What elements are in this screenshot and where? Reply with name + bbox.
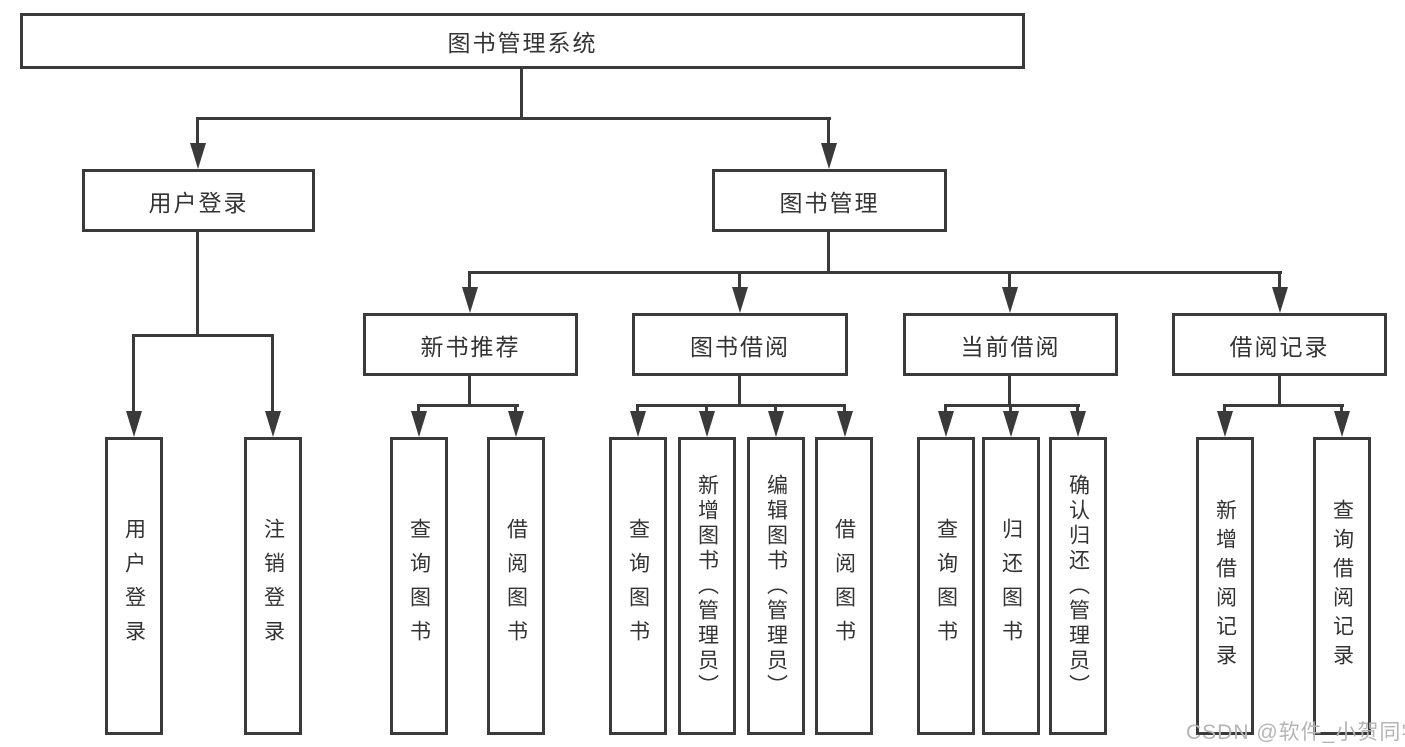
leaf-current-query-label: 查询图书 xyxy=(934,518,958,654)
leaf-borrow-edit-book-admin-label: 编辑图书（管理员） xyxy=(764,473,788,699)
connector-newbooks-stub xyxy=(468,376,471,407)
connector-currentborrow-rail xyxy=(944,404,1080,407)
leaf-newbooks-query-label: 查询图书 xyxy=(407,518,431,654)
connector-bookborrow-stub xyxy=(738,376,741,407)
connector-stem-user-login xyxy=(196,117,199,147)
connector-stem-current-borrow xyxy=(1008,271,1011,291)
connector-level1-rail xyxy=(196,117,831,120)
connector-stem-br-query xyxy=(1340,404,1343,416)
leaf-return-book: 归还图书 xyxy=(982,437,1040,735)
connector-stem-nb-query xyxy=(417,404,420,416)
connector-level2-rail xyxy=(468,271,1282,274)
leaf-confirm-return-admin-label: 确认归还（管理员） xyxy=(1066,473,1090,699)
node-user-login-label: 用户登录 xyxy=(148,189,249,216)
connector-borrowrecords-rail xyxy=(1223,404,1344,407)
connector-stem-book-mgmt xyxy=(827,117,830,147)
connector-stem-bb-query xyxy=(636,404,639,416)
leaf-borrow-query: 查询图书 xyxy=(609,437,667,735)
arrowhead-book-borrow xyxy=(732,287,748,313)
node-current-borrow-label: 当前借阅 xyxy=(960,333,1061,360)
leaf-return-book-label: 归还图书 xyxy=(999,518,1023,654)
arrowhead-cb-confirm xyxy=(1070,411,1086,437)
arrowhead-user-login xyxy=(190,143,206,169)
connector-root-stub xyxy=(520,69,523,119)
connector-stem-book-borrow xyxy=(738,271,741,291)
node-new-book-recommend-label: 新书推荐 xyxy=(420,333,521,360)
connector-stem-cb-return xyxy=(1009,404,1012,416)
node-book-management-label: 图书管理 xyxy=(779,189,880,216)
node-root-label: 图书管理系统 xyxy=(447,30,598,56)
leaf-query-borrow-record: 查询借阅记录 xyxy=(1313,437,1371,735)
leaf-user-login: 用户登录 xyxy=(105,437,163,735)
arrowhead-br-query xyxy=(1334,411,1350,437)
leaf-borrow-query-label: 查询图书 xyxy=(626,518,650,654)
connector-bookborrow-rail xyxy=(636,404,846,407)
connector-borrowrecords-stub xyxy=(1278,376,1281,407)
arrowhead-borrow-records xyxy=(1272,287,1288,313)
leaf-borrow-add-book-admin-label: 新增图书（管理员） xyxy=(695,473,719,699)
node-book-borrow-label: 图书借阅 xyxy=(690,333,790,360)
connector-stem-bb-edit xyxy=(774,404,777,416)
leaf-current-query: 查询图书 xyxy=(917,437,975,735)
leaf-confirm-return-admin: 确认归还（管理员） xyxy=(1049,437,1107,735)
node-borrow-records: 借阅记录 xyxy=(1172,313,1387,376)
connector-stem-new-books xyxy=(468,271,471,291)
csdn-watermark: CSDN @软件_小贺同学 xyxy=(1186,721,1405,744)
node-new-book-recommend: 新书推荐 xyxy=(363,313,578,376)
node-current-borrow: 当前借阅 xyxy=(903,313,1118,376)
leaf-borrow-book: 借阅图书 xyxy=(815,437,873,735)
arrowhead-bb-add xyxy=(699,411,715,437)
connector-currentborrow-stub xyxy=(1008,376,1011,407)
leaf-logout-label: 注销登录 xyxy=(261,518,285,654)
connector-stem-cb-confirm xyxy=(1076,404,1079,416)
leaf-newbooks-borrow-label: 借阅图书 xyxy=(504,518,528,654)
connector-stem-borrow-records xyxy=(1278,271,1281,291)
arrowhead-bb-borrow xyxy=(837,411,853,437)
node-book-management: 图书管理 xyxy=(712,169,947,232)
connector-stem-bb-add xyxy=(705,404,708,416)
node-borrow-records-label: 借阅记录 xyxy=(1229,333,1330,360)
arrowhead-cb-query xyxy=(938,411,954,437)
connector-book-mgmt-stub xyxy=(827,232,830,274)
node-user-login: 用户登录 xyxy=(82,169,315,232)
connector-stem-leaf-login xyxy=(132,334,135,416)
connector-user-login-stub xyxy=(196,232,199,337)
connector-newbooks-rail xyxy=(417,404,519,407)
arrowhead-nb-query xyxy=(411,411,427,437)
leaf-add-borrow-record-label: 新增借阅记录 xyxy=(1213,499,1237,673)
leaf-logout: 注销登录 xyxy=(244,437,302,735)
arrowhead-book-mgmt xyxy=(821,143,837,169)
leaf-user-login-label: 用户登录 xyxy=(122,518,146,654)
leaf-borrow-add-book-admin: 新增图书（管理员） xyxy=(678,437,736,735)
arrowhead-leaf-logout xyxy=(265,411,281,437)
leaf-newbooks-query: 查询图书 xyxy=(390,437,448,735)
connector-stem-nb-borrow xyxy=(514,404,517,416)
arrowhead-cb-return xyxy=(1003,411,1019,437)
leaf-borrow-book-label: 借阅图书 xyxy=(832,518,856,654)
connector-stem-br-add xyxy=(1223,404,1226,416)
arrowhead-bb-edit xyxy=(768,411,784,437)
arrowhead-br-add xyxy=(1217,411,1233,437)
arrowhead-new-books xyxy=(462,287,478,313)
node-book-borrow: 图书借阅 xyxy=(632,313,848,376)
connector-stem-bb-borrow xyxy=(843,404,846,416)
arrowhead-leaf-login xyxy=(126,411,142,437)
arrowhead-current-borrow xyxy=(1002,287,1018,313)
leaf-query-borrow-record-label: 查询借阅记录 xyxy=(1330,499,1354,673)
leaf-borrow-edit-book-admin: 编辑图书（管理员） xyxy=(747,437,805,735)
arrowhead-nb-borrow xyxy=(508,411,524,437)
leaf-add-borrow-record: 新增借阅记录 xyxy=(1196,437,1254,735)
leaf-newbooks-borrow: 借阅图书 xyxy=(487,437,545,735)
connector-user-login-rail xyxy=(132,334,274,337)
node-root-library-system: 图书管理系统 xyxy=(20,13,1025,69)
arrowhead-bb-query xyxy=(630,411,646,437)
connector-stem-leaf-logout xyxy=(271,334,274,416)
connector-stem-cb-query xyxy=(944,404,947,416)
